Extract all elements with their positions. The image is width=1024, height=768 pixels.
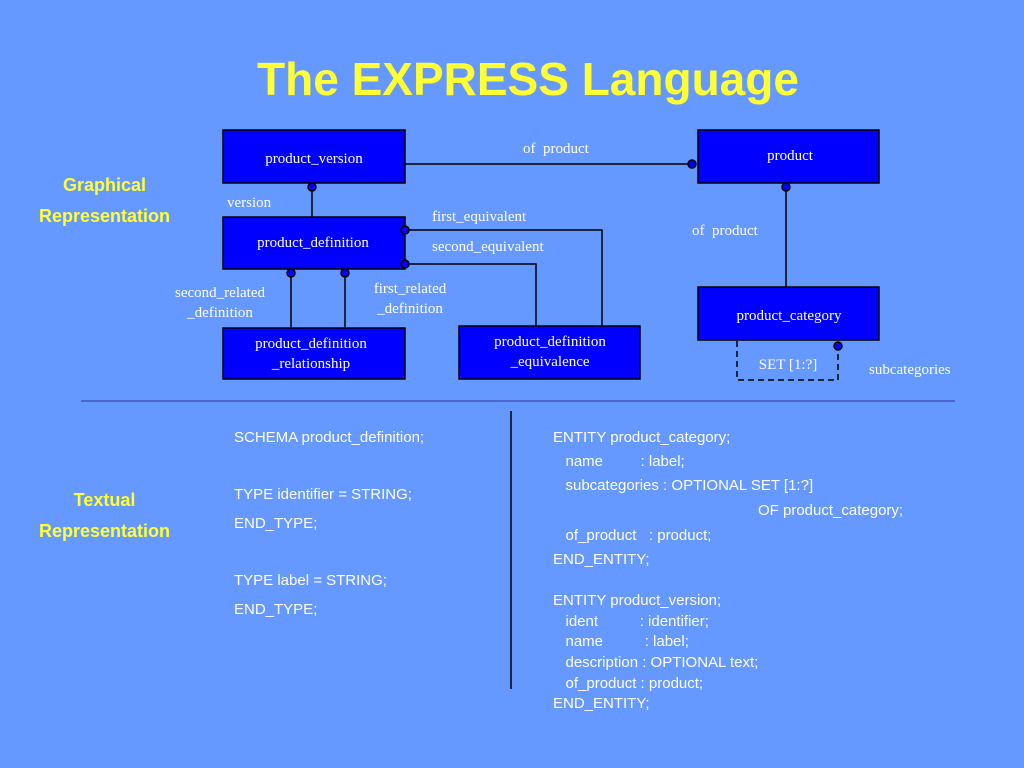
relation-first-related-2: _definition [376,301,443,317]
relation-second-related-1: second_related [175,285,265,301]
code-version-of-product: of_product : product; [553,675,704,692]
code-category-sub-of: OF product_category; [758,502,904,519]
entity-product-definition-label: product_definition [257,235,369,251]
code-version-name: name : label; [553,633,689,650]
code-type-identifier: TYPE identifier = STRING; [234,486,412,503]
circle-version-bottom [307,182,317,192]
relation-set-label: SET [1:?] [759,357,817,373]
circle-first-related [340,268,350,278]
relation-of-product-right: of product [692,223,759,239]
graphical-label-line-2: Representation [38,206,171,226]
code-end-type-1: END_TYPE; [234,515,318,532]
code-version-ident: ident : identifier; [553,613,709,630]
code-category-sub: subcategories : OPTIONAL SET [1:?] [553,477,814,494]
entity-relationship-label-1: product_definition [255,336,367,352]
circle-product-left [687,159,697,169]
schema-code-block: SCHEMA product_definition; TYPE identifi… [234,0,424,618]
textual-label-line-1: Textual [73,490,136,510]
code-category-name: name : label; [553,453,685,470]
circle-first-equivalent [400,225,410,235]
line-second-equivalent [405,263,537,326]
code-category-of-product: of_product : product; [553,527,712,544]
entity-product-label: product [767,148,814,164]
code-end-type-2: END_TYPE; [234,601,318,618]
textual-label-line-2: Representation [38,521,171,541]
code-category-end: END_ENTITY; [553,551,650,568]
code-version-desc: description : OPTIONAL text; [553,654,759,671]
graphical-label-line-1: Graphical [62,175,147,195]
circle-subcategories [833,341,843,351]
code-schema: SCHEMA product_definition; [234,429,425,446]
set-bracket-line [736,341,839,381]
relation-first-equivalent: first_equivalent [432,209,527,225]
graphical-representation-label: Graphical Representation [22,170,187,232]
entity-product-version-label: product_version [265,151,363,167]
circle-product-bottom [781,182,791,192]
entity-equivalence-label-2: _equivalence [509,354,589,370]
entity-relationship [222,327,406,380]
circle-second-related [286,268,296,278]
textual-representation-label: Textual Representation [22,485,187,547]
code-version-end: END_ENTITY; [553,695,650,712]
relation-of-product-top: of product [523,141,590,157]
page-title: The EXPRESS Language [257,53,799,105]
code-type-label: TYPE label = STRING; [234,572,387,589]
entity-product-category-label: product_category [737,308,842,324]
relation-first-related-1: first_related [374,281,447,297]
relation-version: version [227,195,272,211]
relation-second-equivalent: second_equivalent [432,239,544,255]
entity-product-definition [222,216,406,270]
line-first-equivalent [405,229,603,326]
entity-product-category [697,286,880,341]
circle-second-equivalent [400,259,410,269]
entity-equivalence-label-1: product_definition [494,334,606,350]
entity-product-version [222,129,406,184]
entity-equivalence [458,325,641,380]
code-version-header: ENTITY product_version; [553,592,722,609]
entity-product [697,129,880,184]
relation-subcategories: subcategories [869,362,951,378]
code-category-header: ENTITY product_category; [553,429,731,446]
entity-relationship-label-2: _relationship [271,356,350,372]
entity-code-block: ENTITY product_category; name : label; s… [553,0,903,712]
relation-second-related-2: _definition [186,305,253,321]
